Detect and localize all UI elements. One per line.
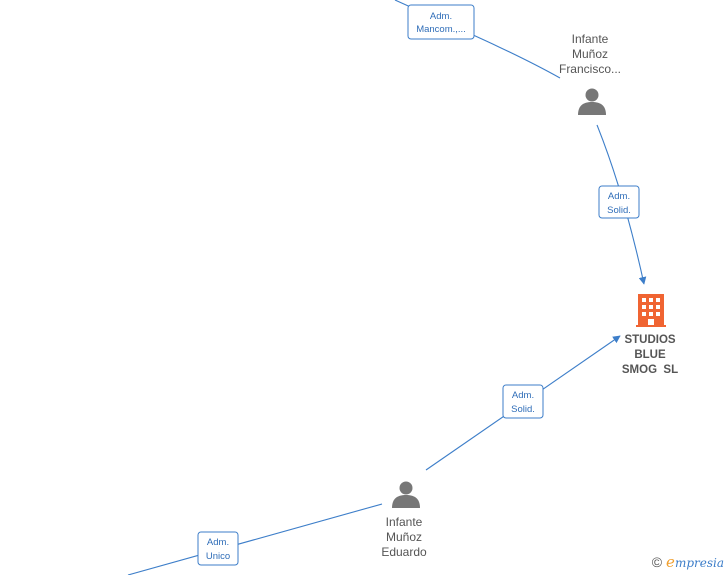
edge-label-solid-bottom-line1: Adm. (512, 390, 534, 401)
person-eduardo-name-line3: Eduardo (381, 545, 427, 559)
company-name-line1: STUDIOS (624, 334, 675, 346)
edge-label-solid-bottom-line2: Solid. (511, 404, 535, 415)
edge-label-unico-line2: Unico (206, 551, 230, 562)
person-francisco-name-line3: Francisco... (559, 62, 621, 76)
brand-rest: mpresia (674, 556, 724, 570)
company-name-line2: BLUE (634, 349, 666, 361)
person-francisco-name-line2: Muñoz (572, 47, 608, 61)
footer-brand: ©empresia (652, 553, 724, 571)
brand-initial: e (666, 553, 675, 571)
empresia-logo[interactable]: empresia (666, 553, 724, 571)
company-name-line3: SMOG SL (622, 364, 678, 376)
edge-unico (127, 503, 383, 575)
edge-label-mancom[interactable]: Adm. Mancom.,... (407, 4, 475, 40)
edge-label-solid-top-line1: Adm. (608, 191, 630, 202)
person-eduardo-name-line2: Muñoz (386, 530, 422, 544)
edge-label-unico-line1: Adm. (207, 537, 229, 548)
node-person-francisco[interactable]: Infante Muñoz Francisco... (559, 32, 621, 115)
edge-label-solid-top[interactable]: Adm. Solid. (598, 185, 640, 219)
node-person-eduardo[interactable]: Infante Muñoz Eduardo (381, 481, 427, 560)
person-icon (578, 88, 606, 115)
edge-label-solid-bottom[interactable]: Adm. Solid. (502, 384, 544, 419)
person-icon (392, 481, 420, 508)
node-company[interactable]: STUDIOS BLUE SMOG SL (622, 294, 678, 376)
person-eduardo-name-line1: Infante (386, 515, 423, 529)
copyright-icon: © (651, 554, 663, 570)
building-icon (636, 294, 666, 327)
edge-label-mancom-line2: Mancom.,... (416, 24, 466, 35)
person-francisco-name-line1: Infante (572, 32, 609, 46)
edge-label-mancom-line1: Adm. (430, 11, 452, 22)
edge-label-unico[interactable]: Adm. Unico (197, 531, 239, 566)
edge-label-solid-top-line2: Solid. (607, 205, 631, 216)
